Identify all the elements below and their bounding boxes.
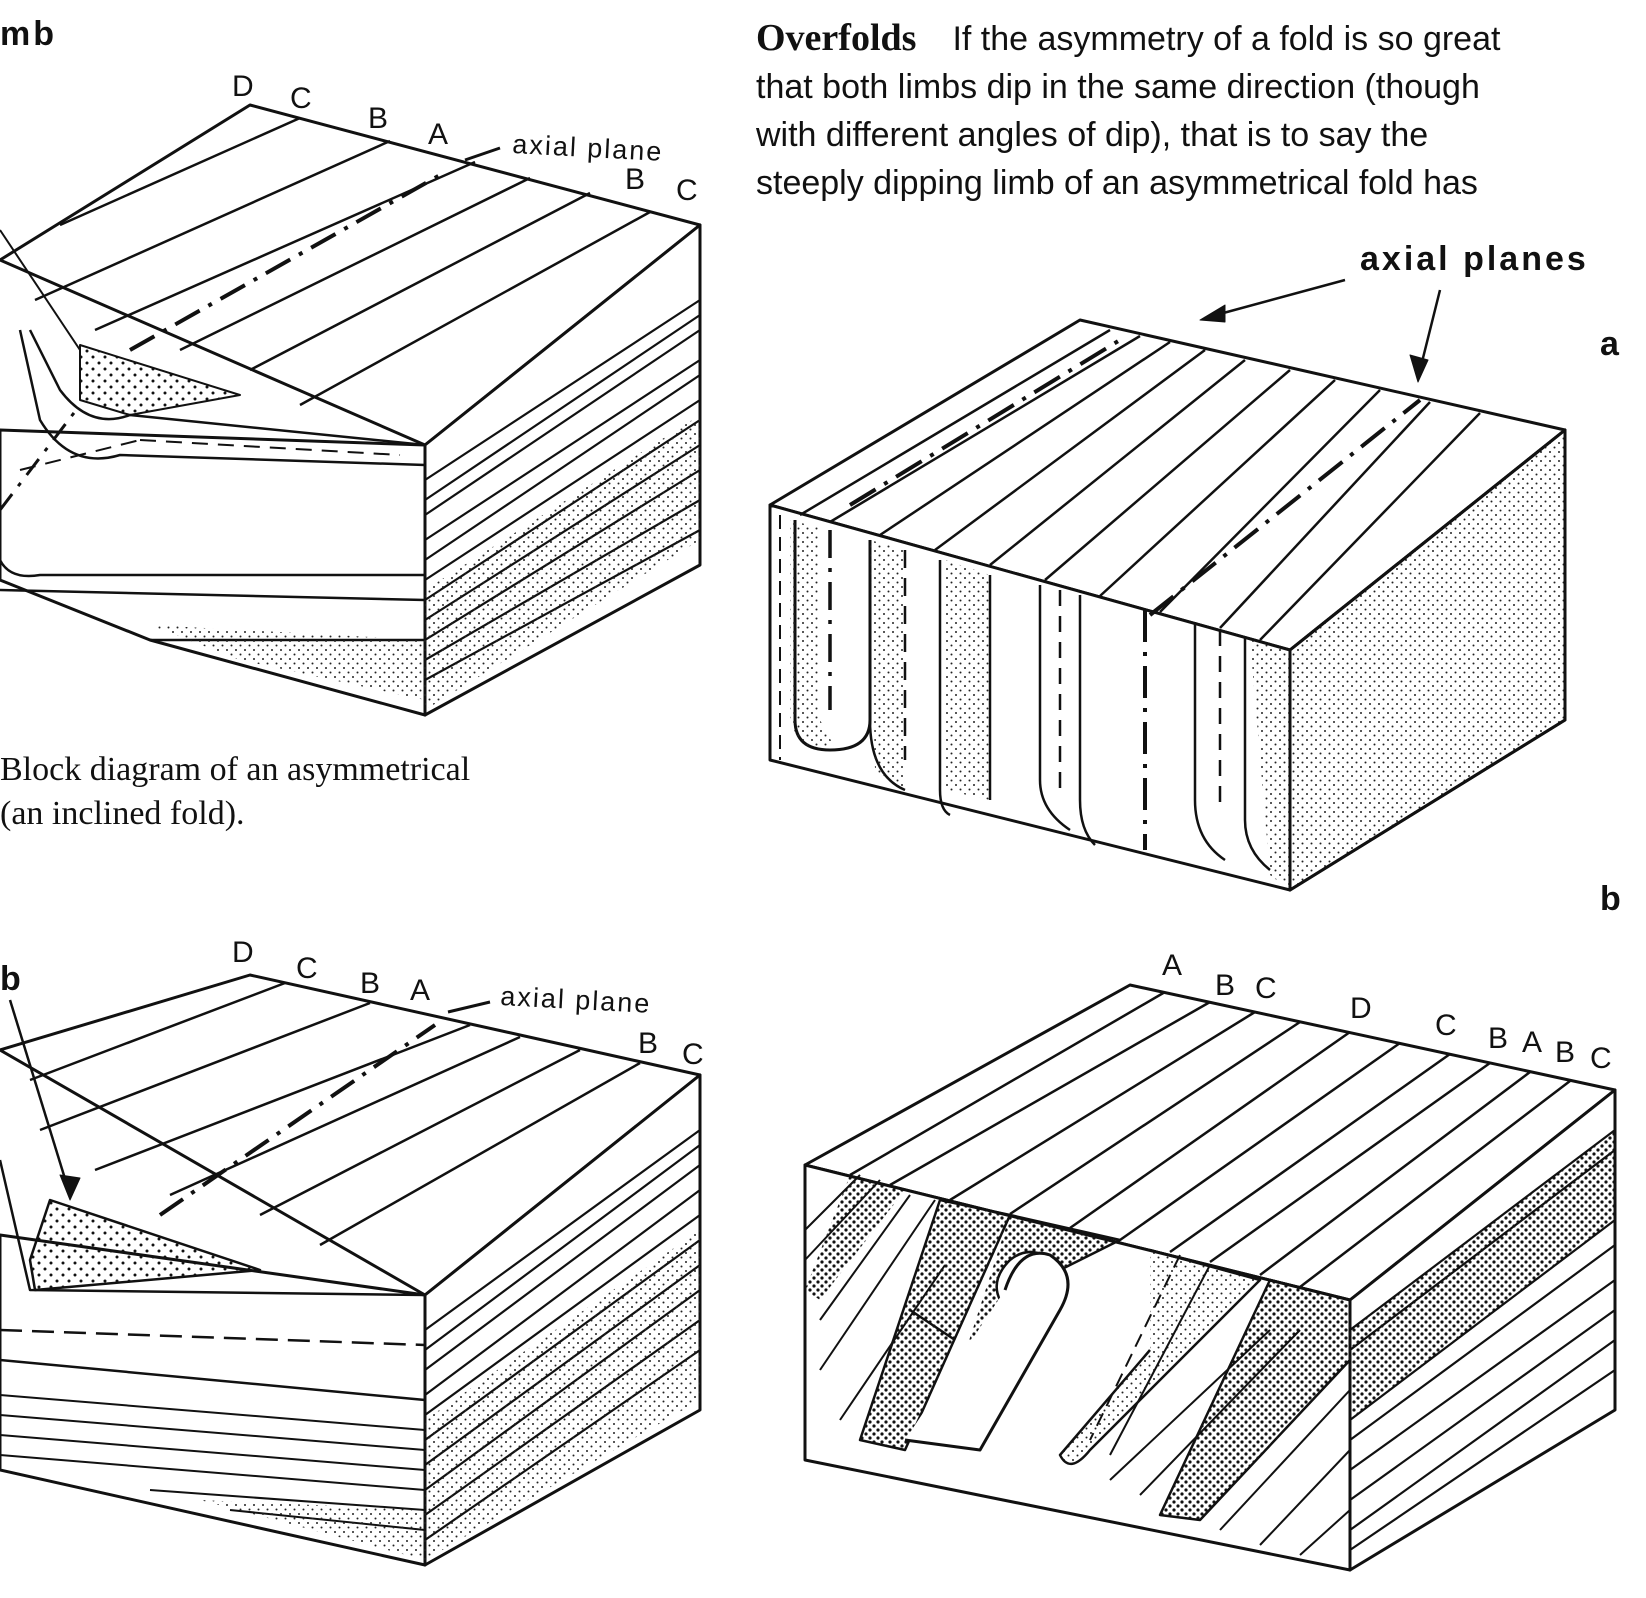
arrow-icon bbox=[464, 146, 501, 162]
pointer-arrow bbox=[8, 999, 72, 1196]
bed-label: C bbox=[1590, 1042, 1615, 1075]
arrow-icon bbox=[1199, 304, 1226, 323]
fold-outer-front bbox=[0, 559, 425, 578]
bedding-lines-top bbox=[34, 116, 651, 407]
arrow-icon bbox=[1409, 354, 1429, 383]
bed-label: C bbox=[296, 952, 321, 985]
bed-labels-bottom-left: D C B A bbox=[232, 936, 433, 1007]
paragraph-overfolds: Overfolds If the asymmetry of a fold is s… bbox=[755, 17, 1501, 202]
bedding-lines-right-b bbox=[1349, 1129, 1616, 1551]
block-diagram-top-left bbox=[0, 103, 702, 717]
axial-trace-a-2 bbox=[1148, 398, 1422, 617]
bed-label: B bbox=[368, 102, 391, 135]
dip-arrow bbox=[909, 1308, 956, 1342]
bed-label: D bbox=[232, 70, 257, 103]
bed-label: B bbox=[1488, 1022, 1511, 1055]
panel-label-a: a bbox=[1600, 325, 1620, 363]
paragraph-text: If the asymmetry of a fold is so great bbox=[952, 20, 1501, 58]
arrow-icon bbox=[447, 1000, 491, 1014]
bed-label: B bbox=[1555, 1036, 1578, 1069]
block-diagram-b bbox=[803, 983, 1617, 1572]
bed-label: A bbox=[1162, 949, 1185, 982]
axial-plane-label-top-left: axial plane bbox=[512, 129, 664, 167]
bedding-lines-top-a bbox=[799, 328, 1481, 641]
axial-plane-label-bottom-left: axial plane bbox=[500, 981, 652, 1019]
bed-label: C bbox=[682, 1038, 707, 1071]
bed-label: C bbox=[290, 82, 315, 115]
bed-labels-top-left: D C B A bbox=[232, 70, 451, 151]
block-diagram-bottom-left bbox=[0, 973, 702, 1567]
paragraph-line-1: Overfolds If the asymmetry of a fold is s… bbox=[756, 17, 1501, 59]
bed-label: D bbox=[1350, 992, 1375, 1025]
bed-label: D bbox=[232, 936, 257, 969]
bed-label: C bbox=[1255, 972, 1280, 1005]
pointer-arrow bbox=[1418, 289, 1442, 371]
bed-label: B bbox=[360, 967, 383, 1000]
axial-planes-label: axial planes bbox=[1360, 240, 1589, 278]
bedding-lines-top-b bbox=[849, 990, 1571, 1288]
bed-label: B bbox=[1215, 969, 1238, 1002]
bedding-lines-top-bottom bbox=[29, 981, 641, 1247]
bed-label: A bbox=[428, 118, 451, 151]
caption-line: Block diagram of an asymmetrical bbox=[0, 751, 470, 788]
paragraph-line-2: that both limbs dip in the same directio… bbox=[756, 68, 1480, 106]
bed-label: C bbox=[676, 174, 701, 207]
fold-hinge-front bbox=[28, 329, 426, 447]
bedding-lines-front-b bbox=[804, 1174, 1351, 1556]
block-diagram-a bbox=[768, 278, 1567, 892]
paragraph-line-4: steeply dipping limb of an asymmetrical … bbox=[756, 164, 1478, 202]
dotted-bed-front bbox=[79, 344, 241, 416]
panel-label-b: b bbox=[1600, 880, 1621, 918]
axial-trace-top bbox=[129, 173, 441, 352]
bed-label: B bbox=[625, 163, 648, 196]
corner-label-top-left: mb bbox=[0, 15, 57, 53]
bed-label: A bbox=[1522, 1026, 1545, 1059]
axial-trace-bottom bbox=[158, 1023, 437, 1217]
bed-label: A bbox=[410, 974, 433, 1007]
caption-top-left: Block diagram of an asymmetrical (an inc… bbox=[0, 751, 470, 832]
paragraph-line-3: with different angles of dip), that is t… bbox=[755, 116, 1428, 154]
section-heading: Overfolds bbox=[756, 17, 916, 59]
bed-label: C bbox=[1435, 1009, 1460, 1042]
bed-label: B bbox=[638, 1027, 661, 1060]
caption-line: (an inclined fold). bbox=[0, 795, 245, 832]
arrow-icon bbox=[59, 1174, 81, 1201]
pointer-arrow bbox=[1204, 278, 1346, 320]
corner-label-bottom-left: b bbox=[0, 960, 24, 998]
bed-labels-figure-b: A B C D C B A B C bbox=[1162, 949, 1615, 1075]
